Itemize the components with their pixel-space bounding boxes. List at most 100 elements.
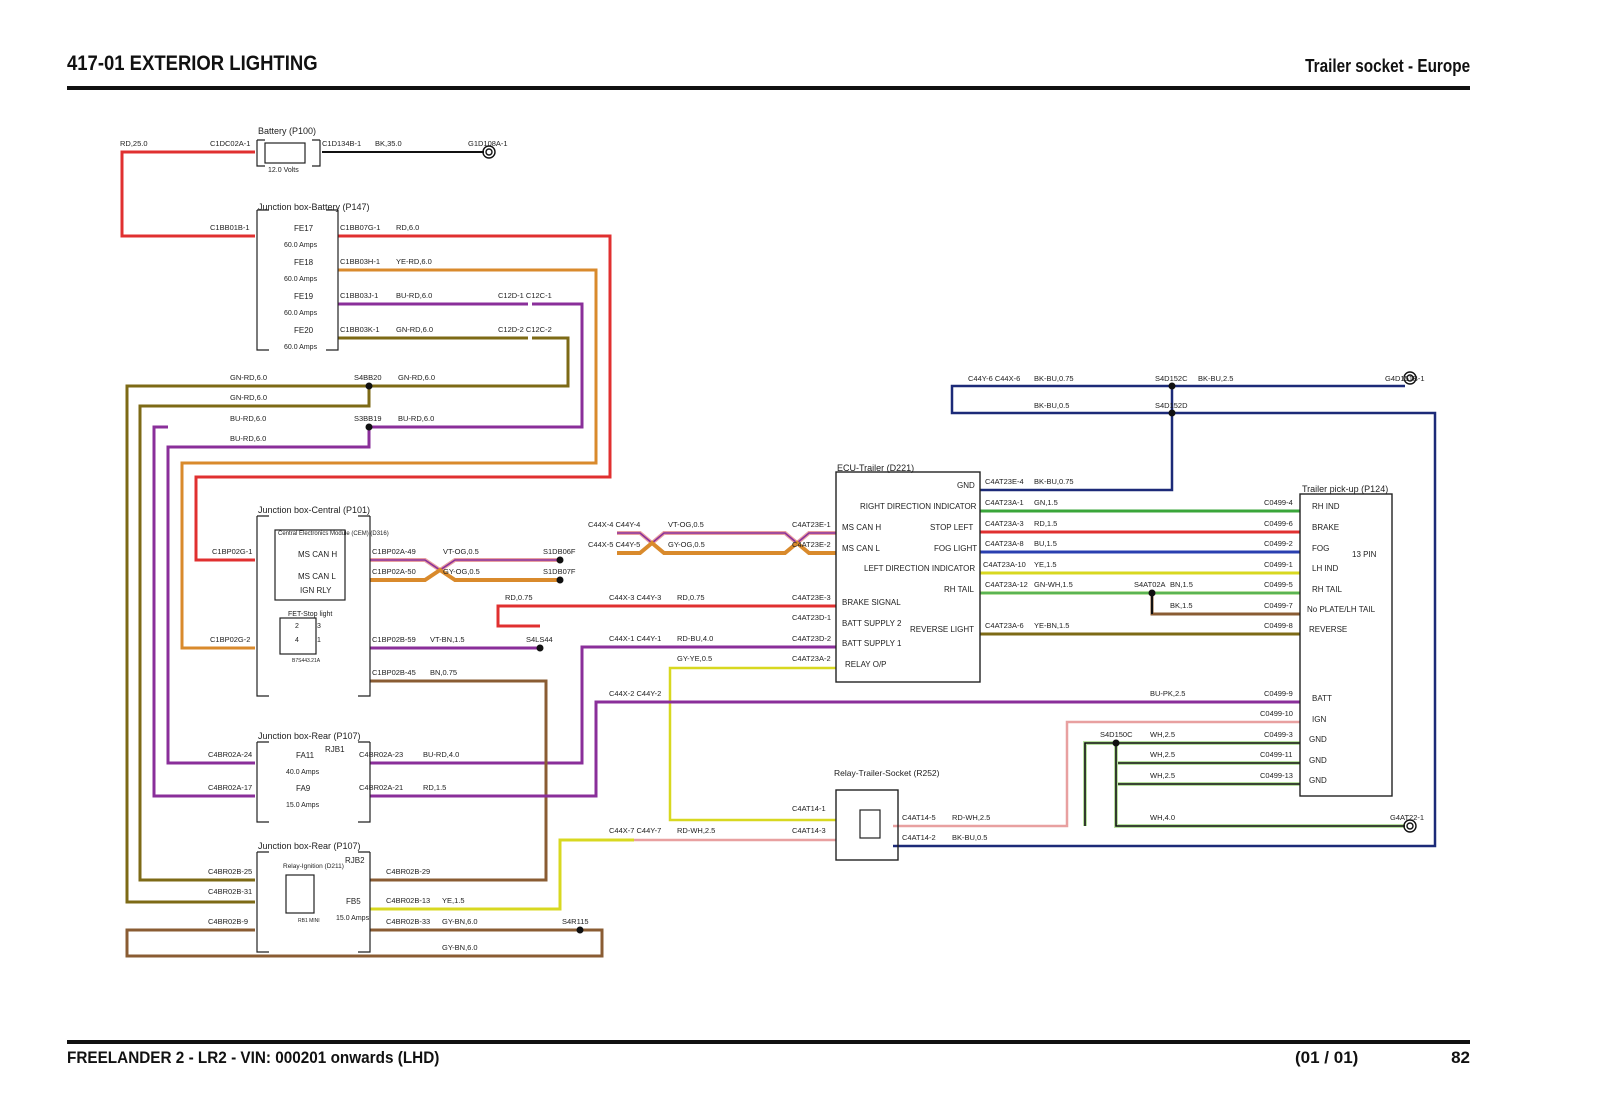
jb-battery-title: Junction box-Battery (P147) (258, 202, 370, 212)
rjb1-label: RJB1 (325, 745, 345, 754)
ecu-gnd: GND (957, 481, 975, 490)
ecu-right-dir-ind: RIGHT DIRECTION INDICATOR (860, 502, 977, 511)
label-rdwh25a: RD-WH,2.5 (952, 813, 990, 822)
label-c4at23a12: C4AT23A-12 (985, 580, 1028, 589)
wire-burd-a (166, 427, 371, 765)
label-gnrd6b: GN-RD,6.0 (230, 373, 267, 382)
label-c4at141: C4AT14-1 (792, 804, 826, 813)
label-gyog05a: GY-OG,0.5 (443, 567, 480, 576)
fuse-rating-FB5: 15.0 Amps (336, 915, 370, 922)
label-c049913: C0499-13 (1260, 771, 1293, 780)
label-c1bp02g1: C1BP02G-1 (212, 547, 252, 556)
label-c4at23d2: C4AT23D-2 (792, 634, 831, 643)
pickup-rh-tail: RH TAIL (1312, 585, 1342, 594)
label-c04994: C0499-4 (1264, 498, 1293, 507)
fuse-id-FA9: FA9 (296, 784, 311, 793)
label-rd075b: RD,0.75 (677, 593, 705, 602)
battery-volts: 12.0 Volts (268, 167, 299, 174)
jb-central-title: Junction box-Central (P101) (258, 505, 370, 515)
fet-pin-2: 2 (295, 623, 299, 630)
label-c1bp02b59: C1BP02B-59 (372, 635, 416, 644)
label-c04993: C0499-3 (1264, 730, 1293, 739)
label-c44x5: C44X-5 C44Y-5 (588, 540, 640, 549)
label-c1bp02a50: C1BP02A-50 (372, 567, 416, 576)
pickup-lh-ind: LH IND (1312, 564, 1338, 573)
ecu-ms-can-h: MS CAN H (842, 523, 881, 532)
label-bn075: BN,0.75 (430, 668, 457, 677)
label-c04997: C0499-7 (1264, 601, 1293, 610)
pickup-rh-ind: RH IND (1312, 502, 1340, 511)
diagram-subtitle: Trailer socket - Europe (1305, 56, 1470, 76)
wire-ign (893, 720, 1300, 828)
ecu-batt-supply-1: BATT SUPPLY 1 (842, 639, 902, 648)
label-s4d152c: S4D152C (1155, 374, 1188, 383)
label-bk15: BK,1.5 (1170, 601, 1193, 610)
wire-bn075 (370, 679, 548, 882)
label-bk35: BK,35.0 (375, 139, 402, 148)
label-c12d1: C12D-1 C12C-1 (498, 291, 552, 300)
fuse-id-FE20: FE20 (294, 326, 314, 335)
fuse-id-FE18: FE18 (294, 258, 314, 267)
wires (120, 150, 1437, 958)
label-c4at142: C4AT14-2 (902, 833, 936, 842)
splice-dots (365, 382, 1176, 934)
label-c049910: C0499-10 (1260, 709, 1293, 718)
label-c1bb03k1: C1BB03K-1 (340, 325, 380, 334)
pickup-batt: BATT (1312, 694, 1332, 703)
wire-fe19-b (369, 302, 584, 429)
label-bkbu25: BK-BU,2.5 (1198, 374, 1233, 383)
label-c1d134b1: C1D134B-1 (322, 139, 361, 148)
fuse-rating-FE17: 60.0 Amps (284, 242, 318, 249)
pickup-gnd-1: GND (1309, 735, 1327, 744)
label-c4at23a2: C4AT23A-2 (792, 654, 831, 663)
wire-fe20-b (125, 336, 570, 904)
wire-fe18 (180, 268, 598, 650)
label-gybn6b: GY-BN,6.0 (442, 943, 478, 952)
label-c4at23a8: C4AT23A-8 (985, 539, 1024, 548)
fuse-id-FE17: FE17 (294, 224, 314, 233)
label-gnrd6a: GN-RD,6.0 (396, 325, 433, 334)
fuse-rating-FE20: 60.0 Amps (284, 344, 318, 351)
wire-bupk-src (370, 700, 634, 798)
label-c04998: C0499-8 (1264, 621, 1293, 630)
splice-s3bb19 (365, 423, 373, 431)
ecu-relay-op: RELAY O/P (845, 660, 887, 669)
label-bn15a: BN,1.5 (1170, 580, 1193, 589)
label-c04995: C0499-5 (1264, 580, 1293, 589)
label-c4at23a10: C4AT23A-10 (983, 560, 1026, 569)
splice-s4r115 (576, 926, 584, 934)
label-c4at23e3: C4AT23E-3 (792, 593, 831, 602)
header-rule (67, 86, 1470, 90)
fuse-rating-FA9: 15.0 Amps (286, 802, 320, 809)
label-c4br02a21: C4BR02A-21 (359, 783, 403, 792)
relay-ign-code: RB1 MINI (298, 918, 320, 924)
label-c4at23a1: C4AT23A-1 (985, 498, 1024, 507)
ecu-title: ECU-Trailer (D221) (837, 463, 914, 473)
label-c1bb03h1: C1BB03H-1 (340, 257, 380, 266)
label-c44x1: C44X-1 C44Y-1 (609, 634, 661, 643)
label-c4br02b25: C4BR02B-25 (208, 867, 252, 876)
cem-ms-can-h: MS CAN H (298, 550, 337, 559)
label-wh25b: WH,2.5 (1150, 750, 1175, 759)
label-c049911: C0499-11 (1260, 750, 1292, 759)
pickup-ign: IGN (1312, 715, 1326, 724)
label-burd6b: BU-RD,6.0 (230, 414, 266, 423)
page-title: 417-01 EXTERIOR LIGHTING (67, 52, 318, 75)
cem-label: Central Electronics Module (CEM) (D316) (278, 531, 389, 537)
label-c1bp02b45: C1BP02B-45 (372, 668, 416, 677)
label-bkbu075a: BK-BU,0.75 (1034, 374, 1074, 383)
label-burd6d: BU-RD,6.0 (230, 434, 266, 443)
label-gn15: GN,1.5 (1034, 498, 1058, 507)
label-wh25a: WH,2.5 (1150, 730, 1175, 739)
label-s4d152d: S4D152D (1155, 401, 1188, 410)
label-c4at23e1: C4AT23E-1 (792, 520, 831, 529)
pickup-title: Trailer pick-up (P124) (1302, 484, 1388, 494)
ecu-ms-can-l: MS CAN L (842, 544, 880, 553)
label-c1bp02a49: C1BP02A-49 (372, 547, 416, 556)
label-gnrd6c: GN-RD,6.0 (398, 373, 435, 382)
label-rdwh25b: RD-WH,2.5 (677, 826, 715, 835)
labels: Battery (P100) 12.0 Volts Junction box-B… (258, 126, 1388, 924)
ecu-batt-supply-2: BATT SUPPLY 2 (842, 619, 902, 628)
sheet-number: (01 / 01) (1295, 1048, 1359, 1067)
label-c4at23e4: C4AT23E-4 (985, 477, 1024, 486)
